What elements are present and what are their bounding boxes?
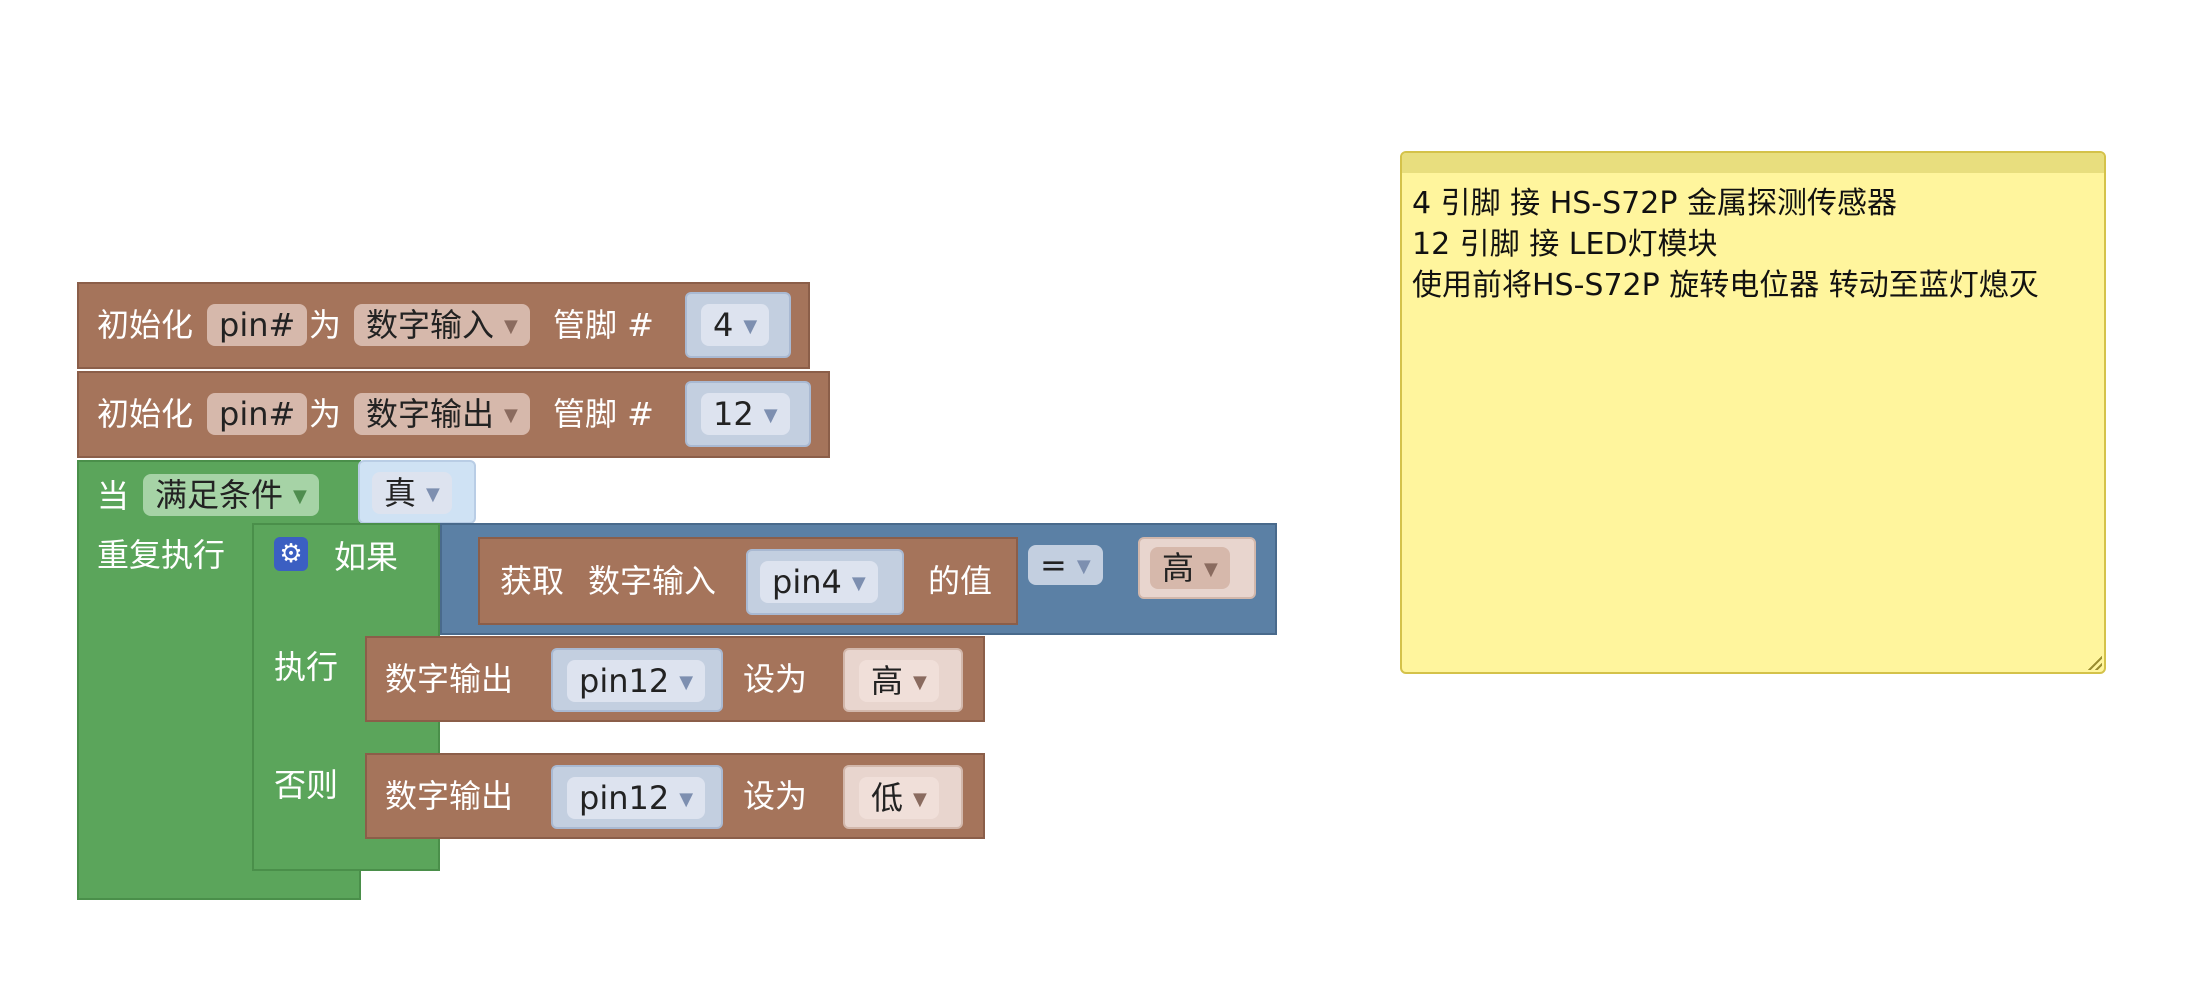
- write-value-socket: 低▼: [843, 765, 963, 829]
- write-pin-socket: pin12 ▼: [551, 765, 723, 829]
- chevron-down-icon: ▼: [851, 573, 866, 594]
- compare-value: 高: [1162, 549, 1195, 587]
- chevron-down-icon: ▼: [679, 672, 694, 693]
- var-dropdown[interactable]: pin#: [207, 393, 308, 435]
- digital-read-block[interactable]: 获取 数字输入 pin4 ▼ 的值: [478, 537, 1018, 625]
- if-label: 如果: [334, 538, 399, 576]
- condition-mode-dropdown[interactable]: 满足条件 ▼: [143, 474, 319, 516]
- chevron-down-icon: ▼: [763, 405, 778, 426]
- pin-dropdown[interactable]: 4▼: [701, 304, 770, 346]
- repeat-label: 重复执行: [97, 536, 226, 574]
- mode-dropdown[interactable]: 数字输出 ▼: [354, 393, 530, 435]
- pin-value: 12: [713, 395, 754, 433]
- compare-value-dropdown[interactable]: 高▼: [1150, 547, 1230, 589]
- else-label: 否则: [274, 766, 339, 804]
- write-value: 低: [871, 779, 904, 817]
- pin-label: 管脚 #: [553, 306, 654, 344]
- read-pin-value: pin4: [772, 563, 842, 601]
- gear-icon[interactable]: ⚙: [274, 537, 308, 571]
- mode-value: 数字输入: [366, 306, 495, 344]
- compare-block[interactable]: 获取 数字输入 pin4▼ 的值 =▼ 高▼: [440, 523, 1277, 635]
- then-label: 执行: [274, 648, 339, 686]
- var-value: pin#: [219, 306, 296, 344]
- comment-line: 使用前将HS-S72P 旋转电位器 转动至蓝灯熄灭: [1412, 268, 2039, 303]
- comment-line: 12 引脚 接 LED灯模块: [1412, 227, 1718, 262]
- write-label: 数字输出: [385, 777, 514, 815]
- get-label: 获取: [500, 562, 565, 600]
- set-label: 设为: [743, 777, 808, 815]
- write-value-socket: 高▼: [843, 648, 963, 712]
- init-pin-block-2[interactable]: 初始化 pin# 为 数字输出 ▼ 管脚 # 12 ▼: [77, 371, 830, 458]
- workspace-comment[interactable]: 4 引脚 接 HS-S72P 金属探测传感器 12 引脚 接 LED灯模块 使用…: [1400, 151, 2106, 674]
- read-pin-dropdown[interactable]: pin4 ▼: [760, 561, 878, 603]
- write-value: 高: [871, 662, 904, 700]
- init-pin-block-1[interactable]: 初始化 pin# 为 数字输入▼ 管脚 # 4▼: [77, 282, 810, 369]
- set-label: 设为: [743, 660, 808, 698]
- mode-dropdown[interactable]: 数字输入 ▼: [354, 304, 530, 346]
- compare-value-socket: 高▼: [1138, 537, 1256, 599]
- init-label: 初始化: [97, 306, 194, 344]
- mode-value: 数字输出: [366, 395, 495, 433]
- read-type-label: 数字输入: [588, 562, 717, 600]
- pin-value: 4: [713, 306, 734, 344]
- write-value-dropdown[interactable]: 高▼: [859, 660, 939, 702]
- chevron-down-icon: ▼: [504, 316, 518, 337]
- chevron-down-icon: ▼: [293, 486, 307, 507]
- write-pin-value: pin12: [579, 662, 670, 700]
- chevron-down-icon: ▼: [913, 789, 927, 810]
- condition-value-dropdown[interactable]: 真▼: [372, 472, 452, 514]
- comment-body[interactable]: 4 引脚 接 HS-S72P 金属探测传感器 12 引脚 接 LED灯模块 使用…: [1402, 173, 2104, 306]
- write-pin-dropdown[interactable]: pin12 ▼: [567, 777, 706, 819]
- read-pin-socket: pin4 ▼: [746, 549, 904, 615]
- operator-dropdown[interactable]: =▼: [1028, 545, 1103, 585]
- while-label: 当: [97, 477, 130, 515]
- pin-socket: 4▼: [685, 292, 791, 358]
- chevron-down-icon: ▼: [1204, 559, 1218, 580]
- write-value-dropdown[interactable]: 低▼: [859, 777, 939, 819]
- condition-mode-value: 满足条件: [155, 476, 284, 514]
- write-label: 数字输出: [385, 660, 514, 698]
- comment-line: 4 引脚 接 HS-S72P 金属探测传感器: [1412, 186, 1897, 221]
- write-pin-socket: pin12 ▼: [551, 648, 723, 712]
- var-value: pin#: [219, 395, 296, 433]
- value-label: 的值: [928, 562, 993, 600]
- condition-value: 真: [384, 474, 417, 512]
- then-digital-write-block[interactable]: 数字输出 pin12▼ 设为 高▼: [365, 636, 985, 722]
- chevron-down-icon: ▼: [743, 316, 758, 337]
- else-digital-write-block[interactable]: 数字输出 pin12▼ 设为 低▼: [365, 753, 985, 839]
- operator-value: =: [1040, 546, 1067, 584]
- chevron-down-icon: ▼: [504, 405, 518, 426]
- write-pin-dropdown[interactable]: pin12 ▼: [567, 660, 706, 702]
- var-dropdown[interactable]: pin#: [207, 304, 308, 346]
- chevron-down-icon: ▼: [1076, 556, 1091, 577]
- pin-label: 管脚 #: [553, 395, 654, 433]
- resize-grip-icon[interactable]: [2088, 656, 2102, 670]
- as-label: 为: [309, 395, 342, 433]
- pin-dropdown[interactable]: 12 ▼: [701, 393, 790, 435]
- write-pin-value: pin12: [579, 779, 670, 817]
- chevron-down-icon: ▼: [426, 484, 440, 505]
- as-label: 为: [309, 306, 342, 344]
- condition-value-socket: 真▼: [358, 460, 476, 524]
- chevron-down-icon: ▼: [679, 789, 694, 810]
- init-label: 初始化: [97, 395, 194, 433]
- comment-drag-bar[interactable]: [1402, 153, 2104, 173]
- pin-socket: 12 ▼: [685, 381, 811, 447]
- chevron-down-icon: ▼: [913, 672, 927, 693]
